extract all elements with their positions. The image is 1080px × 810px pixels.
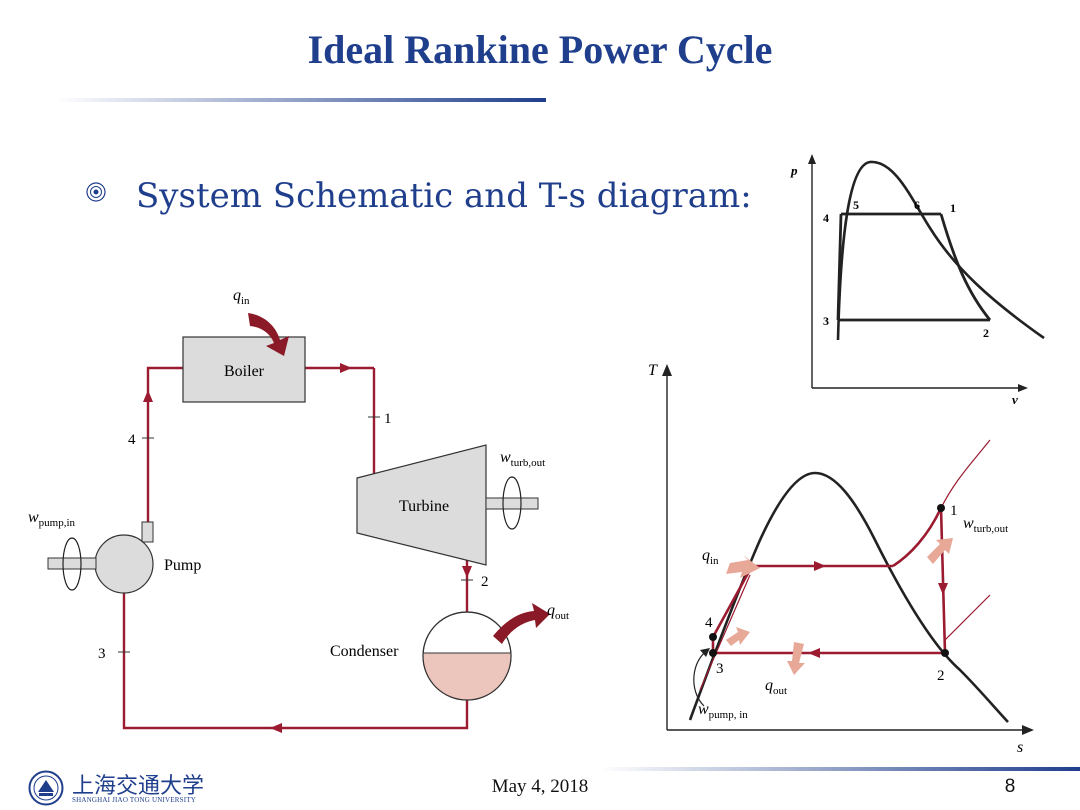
university-logo: 上海交通大学 SHANGHAI JIAO TONG UNIVERSITY bbox=[28, 768, 248, 808]
ts-state-markers bbox=[709, 504, 949, 657]
ts-y-axis-label: T bbox=[648, 362, 658, 379]
pump-label: Pump bbox=[164, 557, 201, 574]
pv-point-3: 3 bbox=[823, 314, 829, 328]
slide-title: Ideal Rankine Power Cycle bbox=[307, 27, 773, 72]
ts-x-axis-label: s bbox=[1017, 739, 1023, 756]
pump-shaft bbox=[47, 557, 97, 570]
ts-q-out-label: qout bbox=[765, 677, 787, 697]
schematic-state-3: 3 bbox=[98, 646, 106, 662]
boiler-heat-in-arrow bbox=[248, 313, 289, 356]
ts-q-in-label: qin bbox=[702, 547, 719, 567]
pv-point-5: 5 bbox=[853, 198, 859, 212]
schematic-state-2: 2 bbox=[481, 574, 489, 590]
ts-w-pump-label: wpump, in bbox=[698, 701, 748, 721]
ts-energy-arrows bbox=[726, 538, 953, 675]
schematic-q-out-label: qout bbox=[547, 602, 569, 622]
university-name-en: SHANGHAI JIAO TONG UNIVERSITY bbox=[72, 796, 196, 804]
pv-saturation-dome bbox=[836, 160, 1045, 341]
state-ticks bbox=[118, 416, 473, 653]
pump-outlet-nozzle bbox=[141, 521, 154, 543]
pv-cycle-path bbox=[836, 212, 992, 322]
condenser-heat-out-arrow bbox=[493, 603, 550, 644]
turbine-label: Turbine bbox=[399, 498, 449, 515]
boiler-label: Boiler bbox=[224, 363, 265, 380]
ts-w-turb-label: wturb,out bbox=[963, 515, 1008, 535]
bullet-icon bbox=[86, 182, 106, 202]
flow-arrows bbox=[143, 363, 472, 733]
slide-date: May 4, 2018 bbox=[491, 776, 589, 797]
pv-point-2: 2 bbox=[983, 326, 989, 340]
condenser-label: Condenser bbox=[330, 643, 399, 660]
pv-point-6: 6 bbox=[914, 198, 920, 212]
pv-y-axis-label: p bbox=[790, 163, 798, 178]
pv-point-1: 1 bbox=[950, 201, 956, 215]
schematic-state-1: 1 bbox=[384, 411, 392, 427]
pump-shaft-rotation-icon bbox=[62, 537, 82, 591]
ts-point-4: 4 bbox=[705, 615, 713, 631]
footer-rule bbox=[600, 767, 1080, 771]
turbine-body bbox=[356, 444, 487, 566]
ts-point-1: 1 bbox=[950, 503, 958, 519]
schematic-state-4: 4 bbox=[128, 432, 136, 448]
schematic-w-pump-label: wpump,in bbox=[28, 509, 76, 529]
pv-x-axis-label: v bbox=[1012, 392, 1018, 407]
ts-point-2: 2 bbox=[937, 668, 945, 684]
cycle-piping bbox=[122, 366, 469, 730]
turbine-shaft bbox=[485, 497, 539, 510]
university-name-cn: 上海交通大学 bbox=[72, 774, 205, 799]
title-underline bbox=[56, 98, 546, 102]
schematic-q-in-label: qin bbox=[233, 287, 250, 307]
pv-point-4: 4 bbox=[823, 211, 829, 225]
university-seal-icon bbox=[28, 770, 64, 806]
schematic-w-turb-label: wturb,out bbox=[500, 449, 545, 469]
ts-point-3: 3 bbox=[716, 661, 724, 677]
page-number: 8 bbox=[1004, 776, 1016, 797]
turbine-shaft-rotation-icon bbox=[502, 476, 522, 530]
ts-saturation-dome bbox=[688, 471, 1009, 723]
bullet-text: System Schematic and T-s diagram: bbox=[136, 176, 752, 216]
